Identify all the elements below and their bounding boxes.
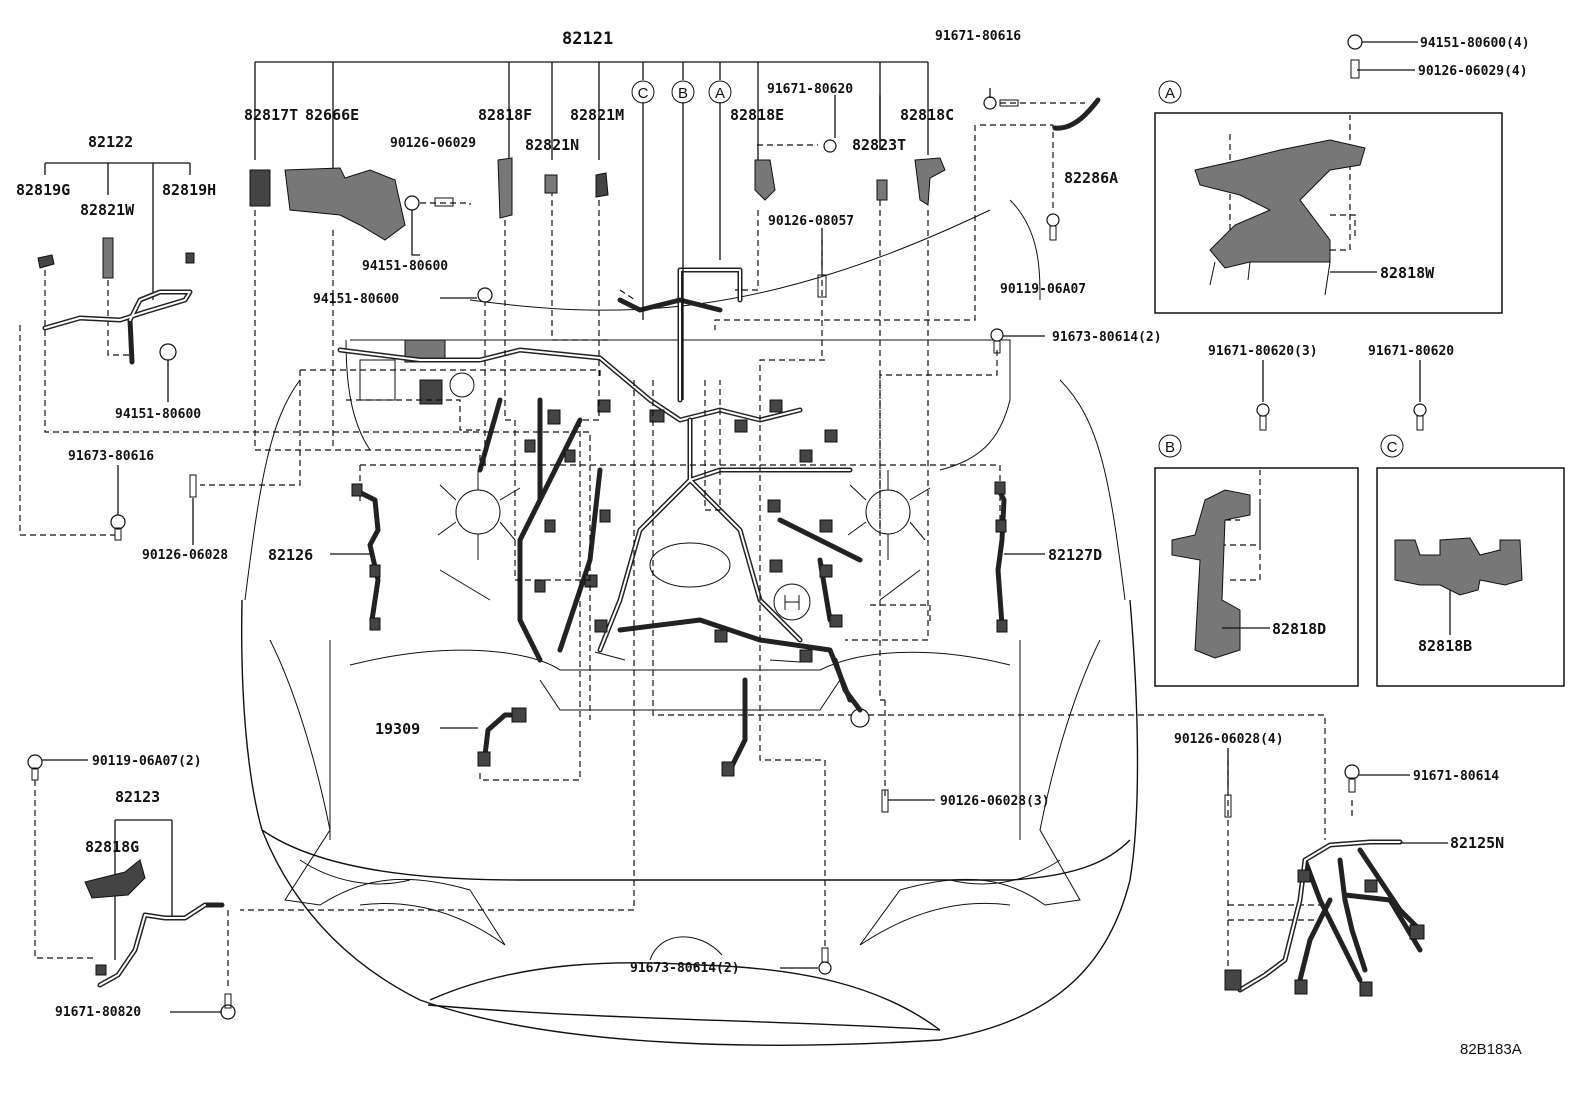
label-82821W: 82821W bbox=[80, 201, 135, 219]
diagram-reference-code: 82B183A bbox=[1460, 1041, 1522, 1058]
label-91671-80620-a: 91671-80620 bbox=[767, 82, 853, 97]
label-82666E: 82666E bbox=[305, 106, 359, 124]
label-82819H: 82819H bbox=[162, 181, 216, 199]
marker-c-main bbox=[631, 80, 655, 104]
label-82126: 82126 bbox=[268, 546, 313, 564]
label-82818E: 82818E bbox=[730, 106, 784, 124]
label-82818F: 82818F bbox=[478, 106, 532, 124]
left-clips bbox=[110, 474, 197, 541]
subassembly-82125N bbox=[1224, 764, 1425, 997]
marker-b-main bbox=[671, 80, 695, 104]
marker-c-detail bbox=[1380, 434, 1404, 458]
marker-a-main bbox=[708, 80, 732, 104]
label-91673-80614-2b: 91673-80614(2) bbox=[630, 961, 740, 976]
side-harnesses bbox=[351, 481, 1008, 777]
marker-b-main-label: B bbox=[678, 85, 688, 102]
label-91671-80614: 91671-80614 bbox=[1413, 769, 1499, 784]
marker-c-detail-label: C bbox=[1387, 439, 1398, 456]
label-94151-80600-c: 94151-80600 bbox=[313, 292, 399, 307]
label-94151-80600-4: 94151-80600(4) bbox=[1420, 36, 1530, 51]
label-82818C: 82818C bbox=[900, 106, 954, 124]
label-94151-80600-b: 94151-80600 bbox=[362, 259, 448, 274]
label-82821N: 82821N bbox=[525, 136, 579, 154]
label-90119-06A07-2: 90119-06A07(2) bbox=[92, 754, 202, 769]
engine-bay bbox=[337, 267, 931, 703]
label-91671-80620-b: 91671-80620 bbox=[1368, 344, 1454, 359]
label-90119-06A07: 90119-06A07 bbox=[1000, 282, 1086, 297]
marker-c-main-label: C bbox=[638, 85, 649, 102]
top-components bbox=[249, 96, 1101, 354]
label-91673-80616: 91673-80616 bbox=[68, 449, 154, 464]
subassembly-82122 bbox=[37, 162, 195, 365]
part-labels: 82121 82122 82819G 82819H 82821W 94151-8… bbox=[16, 29, 1530, 1058]
label-82821M: 82821M bbox=[570, 106, 624, 124]
label-90126-06028-3: 90126-06028(3) bbox=[940, 794, 1050, 809]
label-82127D: 82127D bbox=[1048, 546, 1102, 564]
label-91673-80614-2a: 91673-80614(2) bbox=[1052, 330, 1162, 345]
marker-b-detail bbox=[1158, 434, 1182, 458]
detail-box-b bbox=[1154, 403, 1359, 687]
dashed-reference-lines bbox=[19, 102, 1356, 990]
label-82122: 82122 bbox=[88, 133, 133, 151]
label-91671-80620-3: 91671-80620(3) bbox=[1208, 344, 1318, 359]
label-91671-80616: 91671-80616 bbox=[935, 29, 1021, 44]
marker-b-detail-label: B bbox=[1165, 439, 1175, 456]
label-19309: 19309 bbox=[375, 720, 420, 738]
label-90126-06029-4: 90126-06029(4) bbox=[1418, 64, 1528, 79]
label-82125N: 82125N bbox=[1450, 834, 1504, 852]
callout-leaders bbox=[42, 41, 1451, 1013]
label-90126-06028-4: 90126-06028(4) bbox=[1174, 732, 1284, 747]
detail-box-c bbox=[1376, 403, 1565, 687]
label-82823T: 82823T bbox=[852, 136, 906, 154]
detail-markers: C B A A B C bbox=[631, 80, 1404, 458]
label-91671-80820: 91671-80820 bbox=[55, 1005, 141, 1020]
label-82817T: 82817T bbox=[244, 106, 298, 124]
label-82818B: 82818B bbox=[1418, 637, 1472, 655]
label-94151-80600-a: 94151-80600 bbox=[115, 407, 201, 422]
label-90126-06029: 90126-06029 bbox=[390, 136, 476, 151]
label-90126-06028-a: 90126-06028 bbox=[142, 548, 228, 563]
marker-a-detail-label: A bbox=[1165, 85, 1175, 102]
label-82819G: 82819G bbox=[16, 181, 70, 199]
marker-a-detail bbox=[1158, 80, 1182, 104]
label-82121: 82121 bbox=[562, 29, 613, 49]
label-82123: 82123 bbox=[115, 788, 160, 806]
detail-box-a bbox=[1154, 34, 1503, 314]
label-82818D: 82818D bbox=[1272, 620, 1326, 638]
label-82286A: 82286A bbox=[1064, 169, 1118, 187]
label-82818W: 82818W bbox=[1380, 264, 1435, 282]
marker-a-main-label: A bbox=[715, 85, 725, 102]
label-90126-08057: 90126-08057 bbox=[768, 214, 854, 229]
label-82818G: 82818G bbox=[85, 838, 139, 856]
